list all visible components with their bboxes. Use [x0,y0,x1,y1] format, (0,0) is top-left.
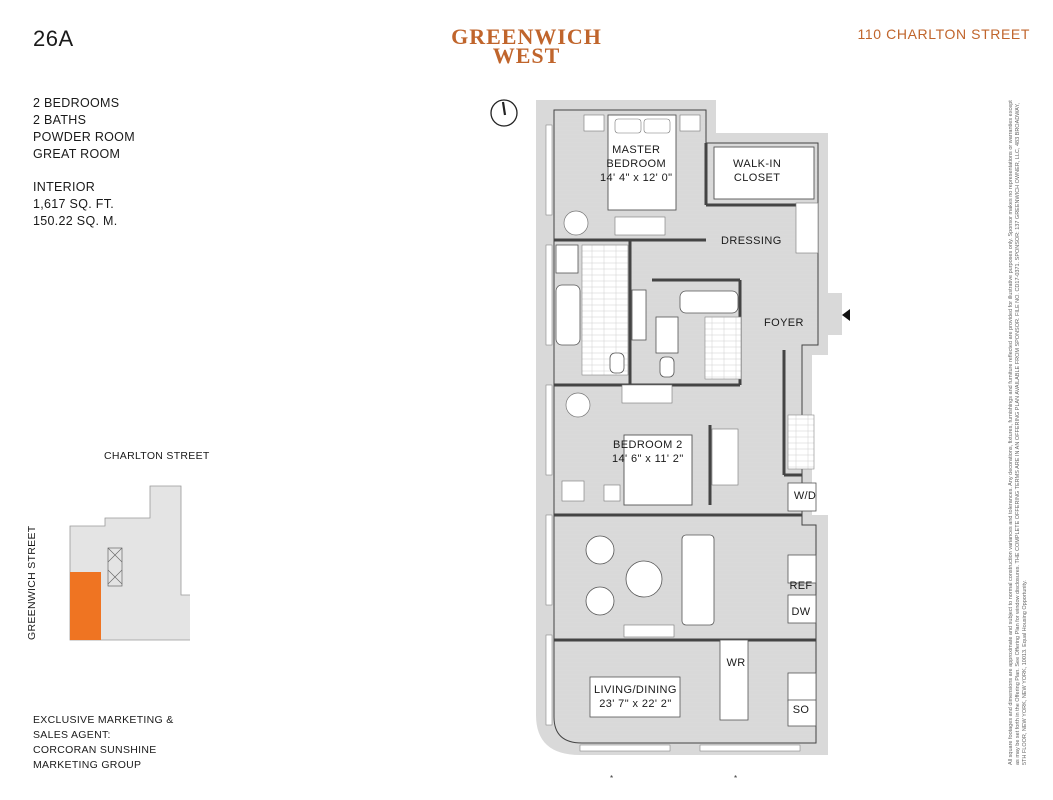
bath2-toilet [659,356,675,378]
master-bedroom-label: MASTER BEDROOM 14' 4" x 12' 0" [600,143,672,185]
master-chair [563,210,589,236]
refrigerator [787,554,817,584]
master-vanity [631,289,647,341]
bedroom2-dimensions: 14' 6" x 11' 2" [612,453,684,465]
interior-sqft: 1,617 SQ. FT. [33,197,115,211]
spec-baths: 2 BATHS [33,113,87,127]
bedroom2-bed [623,434,693,506]
spec-powder-room: POWDER ROOM [33,130,135,144]
walk-in-line1: WALK-IN [733,158,782,170]
kitchen-island [719,639,749,721]
bath2-vanity [655,316,679,354]
dishwasher [787,594,817,624]
walk-in-closet-label: WALK-IN CLOSET [733,157,781,185]
legal-disclaimer: All square footages and dimensions are a… [1008,100,1028,765]
svg-text:*: * [610,774,613,783]
ref-label: REF [789,580,813,592]
agent-line1: EXCLUSIVE MARKETING & [33,714,174,726]
wr-label: WR [726,657,746,669]
washer-dryer [787,482,817,512]
bedroom2-dresser [621,384,673,404]
bedroom2-name: BEDROOM 2 [613,439,683,451]
spec-bedrooms: 2 BEDROOMS [33,96,120,110]
key-plan-unit-highlight [70,572,101,640]
living-dining-label: LIVING/DINING 23' 7" x 22' 2" [594,683,677,711]
master-bedroom-name2: BEDROOM [606,158,667,170]
greenwich-street-label: GREENWICH STREET [26,525,38,640]
agent-line2: SALES AGENT: [33,729,111,741]
armchair-2 [585,586,615,616]
north-arrow-icon [490,99,518,127]
master-toilet [609,352,625,374]
address: 110 CHARLTON STREET [857,26,1030,42]
oven [787,699,817,727]
master-dresser [614,216,666,236]
interior-area: INTERIOR 1,617 SQ. FT. 150.22 SQ. M. [33,179,118,230]
living-dining-dimensions: 23' 7" x 22' 2" [599,698,672,710]
svg-text:*: * [734,774,737,783]
walk-in-line2: CLOSET [733,172,781,184]
master-bathtub [555,284,581,346]
powder-room [787,414,815,470]
floor-plan: * * [536,100,850,783]
key-plan-core [107,547,123,587]
bedroom2-closet [711,428,739,486]
master-shower [555,244,579,274]
wd-label: W/D [793,490,817,502]
bath2-tub [679,290,739,314]
dressing-label: DRESSING [721,235,782,247]
agent-line4: MARKETING GROUP [33,759,142,771]
charlton-street-label: CHARLTON STREET [104,450,210,462]
coffee-table [625,560,663,598]
interior-sqm: 150.22 SQ. M. [33,214,118,228]
key-plan [69,485,190,641]
room-summary: 2 BEDROOMS 2 BATHS POWDER ROOM GREAT ROO… [33,95,135,163]
agent-line3: CORCORAN SUNSHINE [33,744,157,756]
bedroom2-label: BEDROOM 2 14' 6" x 11' 2" [612,438,684,466]
greenwich-west-logo: GREENWICH WEST [440,24,613,68]
sales-agent: EXCLUSIVE MARKETING & SALES AGENT: CORCO… [33,713,174,773]
windows [545,124,801,752]
unit-number: 26A [33,26,74,51]
logo-line2: WEST [492,43,561,68]
armchair-1 [585,535,615,565]
foyer-label: FOYER [764,317,804,329]
logo-line1: GREENWICH [451,24,602,49]
interior-label: INTERIOR [33,180,96,194]
master-bedroom-dimensions: 14' 4" x 12' 0" [600,172,673,184]
media-console [623,624,675,638]
so-label: SO [792,704,810,716]
walk-in-closet [713,146,815,200]
master-bedroom-name1: MASTER [612,144,661,156]
bath2-floor [704,316,742,380]
sofa [681,534,715,626]
entry-arrow-icon [842,309,850,321]
spec-great-room: GREAT ROOM [33,147,121,161]
dining-table [589,676,681,718]
interior-walls [554,143,816,642]
cooktop [787,672,817,702]
dw-label: DW [791,606,811,618]
living-dining-name: LIVING/DINING [594,684,677,696]
